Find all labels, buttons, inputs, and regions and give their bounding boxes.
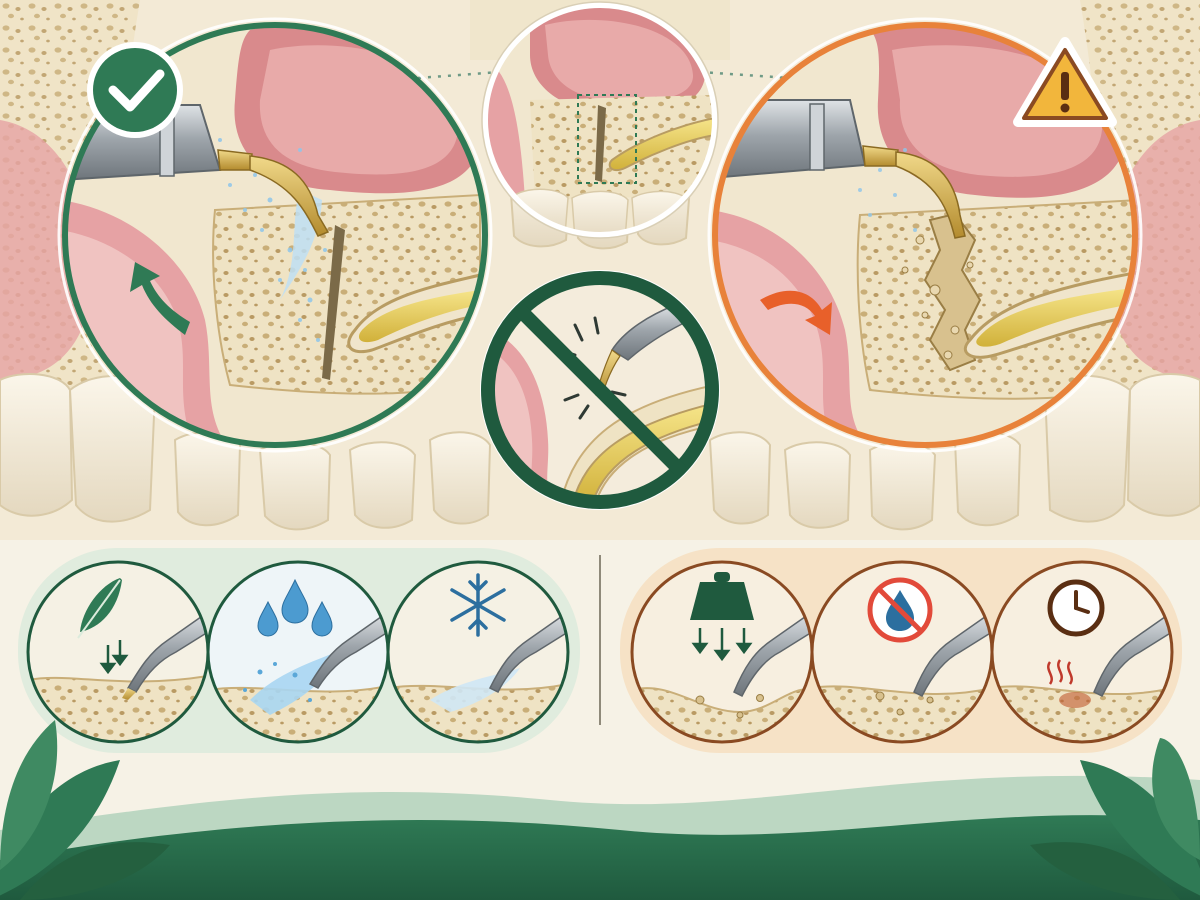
heavy-pressure-tile bbox=[630, 560, 814, 744]
good-practices-panel bbox=[18, 548, 580, 753]
warning-triangle-icon bbox=[1013, 37, 1117, 127]
prolonged-time-tile bbox=[990, 560, 1174, 744]
clock-icon bbox=[1047, 579, 1105, 637]
light-pressure-tile bbox=[26, 560, 210, 744]
ground-waves bbox=[0, 775, 1200, 900]
snowflake-icon bbox=[450, 573, 506, 637]
water-drops-icon bbox=[257, 578, 333, 637]
no-water-icon bbox=[867, 577, 933, 643]
safe-technique-magnifier bbox=[57, 17, 493, 453]
feather-icon bbox=[77, 578, 122, 639]
anatomy-overview-magnifier bbox=[481, 1, 719, 239]
weight-icon bbox=[690, 572, 754, 620]
pressure-arrows-icon bbox=[691, 628, 753, 662]
pressure-arrow-icon bbox=[760, 290, 832, 335]
cooling-tile bbox=[386, 560, 570, 744]
connector-lines bbox=[417, 70, 791, 80]
no-irrigation-tile bbox=[810, 560, 994, 744]
heat-waves-icon bbox=[1047, 659, 1073, 685]
leaf-right-icon bbox=[1030, 738, 1200, 900]
checkmark-icon bbox=[87, 42, 183, 138]
no-entry-icon bbox=[480, 270, 720, 510]
leaf-left-icon bbox=[0, 720, 170, 900]
bad-practices-panel bbox=[620, 548, 1182, 753]
irrigation-tile bbox=[206, 560, 390, 744]
down-arrows-icon bbox=[99, 640, 129, 675]
lift-arrow-icon bbox=[130, 262, 190, 335]
